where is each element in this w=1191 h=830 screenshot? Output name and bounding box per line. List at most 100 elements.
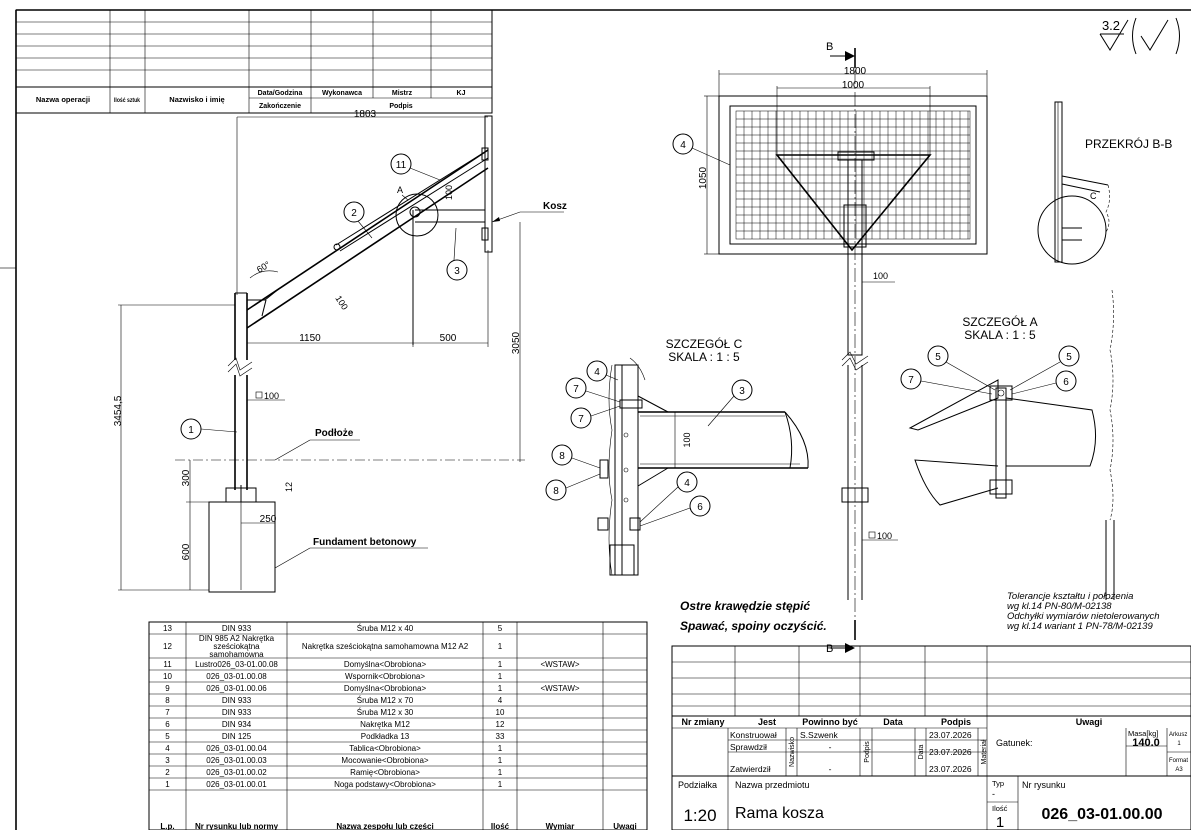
svg-text:wg kl.14 wariant 1 PN-78/M-021: wg kl.14 wariant 1 PN-78/M-02139 bbox=[1007, 621, 1153, 632]
bom-cell-r7-c1: DIN 933 bbox=[222, 708, 252, 717]
bom-cell-r6-c3: 12 bbox=[496, 720, 505, 729]
bom-cell-r10-c2: Wspornik<Obrobiona> bbox=[345, 672, 425, 681]
balloon-2: 2 bbox=[351, 208, 357, 219]
bom-cell-r6-c0: 6 bbox=[165, 720, 170, 729]
bom-cell-r10-c1: 026_03-01.00.08 bbox=[206, 672, 267, 681]
bom-header-5: Uwagi bbox=[613, 822, 637, 830]
ops-h-nazwisko: Nazwisko i imię bbox=[169, 95, 224, 104]
svg-text:Odchyłki wymiarów nietolerowan: Odchyłki wymiarów nietolerowanych bbox=[1007, 611, 1160, 622]
a-balloon-7: 7 bbox=[908, 375, 914, 386]
dim-3050: 3050 bbox=[511, 331, 522, 354]
dim-100e: 100 bbox=[877, 531, 892, 541]
c-balloon-4a: 4 bbox=[594, 367, 600, 378]
label-b-bottom: B bbox=[826, 643, 833, 655]
title-block: Nr zmiany Jest Powinno być Data Podpis U… bbox=[671, 645, 1191, 830]
rev-h-data: Data bbox=[883, 717, 904, 727]
tb-date3: 23.07.2026 bbox=[929, 764, 972, 774]
bom-cell-r3-c1: 026_03-01.00.03 bbox=[206, 756, 267, 765]
tb-nazwa-label: Nazwa przedmiotu bbox=[735, 780, 810, 790]
bom-cell-r8-c1: DIN 933 bbox=[222, 696, 252, 705]
balloon-4: 4 bbox=[680, 140, 686, 151]
bom-cell-r9-c0: 9 bbox=[165, 684, 170, 693]
bom-cell-r8-c3: 4 bbox=[498, 696, 503, 705]
tb-author: S.Szwenk bbox=[800, 730, 839, 740]
bom-cell-r13-c2: Śruba M12 x 40 bbox=[357, 624, 414, 633]
detail-a-view: SZCZEGÓŁ A SKALA : 1 : 5 5 7 5 6 bbox=[900, 314, 1096, 506]
tb-dash2: - bbox=[829, 764, 832, 774]
bom-cell-r11-c2: Domyślna<Obrobiona> bbox=[344, 660, 427, 669]
tb-typ: - bbox=[992, 789, 995, 799]
bom-cell-r7-c3: 10 bbox=[496, 708, 505, 717]
bom-cell-r2-c2: Ramię<Obrobiona> bbox=[350, 768, 420, 777]
bom-cell-r9-c3: 1 bbox=[498, 684, 503, 693]
label-podloze: Podłoże bbox=[315, 428, 354, 439]
rev-h-podpis: Podpis bbox=[941, 717, 971, 727]
bom-cell-r1-c0: 1 bbox=[165, 780, 170, 789]
surface-finish-symbol: 3.2 bbox=[1099, 17, 1180, 55]
c-balloon-7b: 7 bbox=[578, 414, 584, 425]
bom-cell-r1-c3: 1 bbox=[498, 780, 503, 789]
label-a: A bbox=[397, 185, 403, 195]
bom-header-2: Nazwa zespołu lub części bbox=[336, 822, 433, 830]
bom-cell-r12-c1: DIN 985 A2 Nakrętka bbox=[199, 634, 275, 643]
tb-format-label: Format bbox=[1169, 758, 1188, 764]
detail-c-title: SZCZEGÓŁ C bbox=[666, 336, 743, 351]
c-balloon-3: 3 bbox=[739, 386, 745, 397]
section-b-view: C PRZEKRÓJ B-B bbox=[1037, 101, 1172, 600]
c-balloon-6: 6 bbox=[697, 502, 703, 513]
bom-cell-r2-c0: 2 bbox=[165, 768, 170, 777]
dim-1050: 1050 bbox=[698, 166, 709, 189]
dim-300: 300 bbox=[181, 469, 192, 486]
dim-1800: 1800 bbox=[844, 66, 867, 77]
operations-table: Nazwa operacji Ilość sztuk Nazwisko i im… bbox=[15, 9, 493, 114]
tb-podpis: Podpis bbox=[864, 741, 871, 763]
bom-cell-r10-c3: 1 bbox=[498, 672, 503, 681]
dim-500: 500 bbox=[440, 333, 457, 344]
bom-cell-r13-c1: DIN 933 bbox=[222, 624, 252, 633]
detail-c-scale: SKALA : 1 : 5 bbox=[668, 350, 740, 364]
side-view: Kosz A 1803 1150 500 3050 Podłoże 3454,5… bbox=[113, 109, 567, 593]
bom-cell-r10-c0: 10 bbox=[163, 672, 172, 681]
bom-cell-r3-c3: 1 bbox=[498, 756, 503, 765]
bom-cell-r13-c3: 5 bbox=[498, 624, 503, 633]
bom-cell-r4-c2: Tablica<Obrobiona> bbox=[349, 744, 421, 753]
dim-100c: 100 bbox=[444, 185, 454, 200]
bom-cell-r8-c0: 8 bbox=[165, 696, 170, 705]
tb-date2: 23.07.2026 bbox=[929, 747, 972, 757]
detail-a-scale: SKALA : 1 : 5 bbox=[964, 328, 1036, 342]
label-kosz: Kosz bbox=[543, 201, 567, 212]
bom-cell-r12-c2: Nakrętka sześciokątna samohamowna M12 A2 bbox=[302, 642, 469, 651]
detail-a-circle bbox=[395, 193, 439, 237]
bom-cell-r4-c0: 4 bbox=[165, 744, 170, 753]
bom-cell-r9-c1: 026_03-01.00.06 bbox=[206, 684, 267, 693]
bom-header-3: Ilość bbox=[491, 822, 510, 830]
tb-dash1: - bbox=[829, 742, 832, 752]
bom-cell-r12-c3: 1 bbox=[498, 642, 503, 651]
tb-nr: 026_03-01.00.00 bbox=[1042, 806, 1163, 823]
bom-cell-r3-c2: Mocowanie<Obrobiona> bbox=[341, 756, 428, 765]
bom-cell-r2-c1: 026_03-01.00.02 bbox=[206, 768, 267, 777]
bom-header-4: Wymiar bbox=[546, 822, 575, 830]
bom-cell-r11-c0: 11 bbox=[163, 660, 172, 669]
ops-h-data: Data/Godzina bbox=[258, 90, 303, 97]
balloon-1: 1 bbox=[188, 425, 194, 436]
dim-1150: 1150 bbox=[299, 333, 321, 344]
bom-cell-r6-c1: DIN 934 bbox=[222, 720, 252, 729]
tb-sprawdzil: Sprawdził bbox=[730, 742, 767, 752]
detail-c-view: SZCZEGÓŁ C SKALA : 1 : 5 100 4 7 7 3 bbox=[545, 336, 809, 576]
tb-masa-label: Masa[kg] bbox=[1128, 729, 1158, 738]
ops-h-podpis: Podpis bbox=[389, 103, 412, 110]
tb-masa: 140.0 bbox=[1132, 737, 1160, 749]
dim-3454: 3454,5 bbox=[113, 395, 124, 426]
tolerance-notes: Tolerancje kształtu i położenia wg kl.14… bbox=[1007, 591, 1160, 632]
rev-h-nr: Nr zmiany bbox=[681, 717, 724, 727]
bom-cell-r4-c1: 026_03-01.00.04 bbox=[206, 744, 267, 753]
tb-podzialka-label: Podziałka bbox=[678, 780, 717, 790]
tb-format: A3 bbox=[1175, 767, 1183, 773]
label-c: C bbox=[1090, 191, 1097, 201]
label-b-top: B bbox=[826, 41, 833, 53]
ops-h-ilosc: Ilość sztuk bbox=[114, 97, 140, 104]
dim-100d: 100 bbox=[873, 271, 888, 281]
